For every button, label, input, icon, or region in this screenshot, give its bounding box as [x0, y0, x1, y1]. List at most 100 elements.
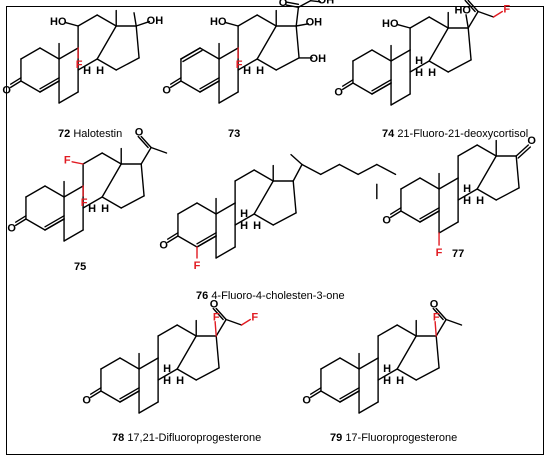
ring-bond — [218, 91, 239, 104]
ring-bond — [157, 368, 178, 381]
side-chain-bond — [445, 318, 463, 326]
side-chain-bond — [477, 10, 495, 18]
ring-bond — [120, 195, 145, 209]
compound-name: Halotestin — [73, 128, 123, 140]
c-f-bond — [240, 318, 252, 326]
double-bond — [119, 387, 140, 400]
ring-bond — [196, 202, 217, 215]
ring-bond — [100, 357, 121, 370]
ring-bond — [138, 357, 159, 370]
ring-bond — [419, 177, 440, 190]
double-bond — [199, 77, 220, 90]
ring-bond — [77, 58, 98, 71]
ring-bond — [96, 14, 117, 27]
c-f-bond — [71, 161, 84, 165]
c-f-bond — [434, 321, 437, 337]
carbonyl-bond — [435, 307, 447, 321]
carbonyl-bond — [215, 307, 227, 321]
oxygen-label: O — [210, 298, 219, 310]
hydrogen-label: H — [240, 208, 248, 220]
hydrogen-label: H — [383, 375, 391, 387]
double-bond — [180, 47, 201, 60]
compound-number: 79 — [330, 432, 343, 444]
ring-bond — [253, 213, 274, 226]
fluorine-label: F — [194, 260, 201, 272]
carbonyl-bond — [9, 77, 22, 85]
caption-79: 79 17-Fluoroprogesterone — [330, 432, 457, 444]
hydrogen-label: H — [240, 220, 248, 232]
ring-bond — [358, 401, 379, 414]
hydroxyl-label: HO — [50, 16, 67, 28]
carbonyl-bond — [14, 215, 27, 223]
hydrogen-label: H — [88, 203, 96, 215]
fluorine-label: F — [236, 59, 243, 71]
ring-bond — [180, 80, 201, 93]
methyl-bond — [133, 12, 137, 27]
ring-bond — [177, 202, 198, 215]
double-bond — [199, 80, 220, 93]
hydrogen-label: H — [253, 220, 261, 232]
ring-bond — [157, 324, 178, 337]
hydrogen-label: H — [256, 65, 264, 77]
oxygen-label: O — [2, 84, 11, 96]
c-o-bond — [225, 22, 239, 27]
side-chain-bond — [320, 163, 341, 176]
carbonyl-bond — [166, 235, 179, 244]
ring-bond — [96, 58, 117, 71]
oxygen-label: O — [462, 0, 471, 2]
side-chain-bond — [290, 153, 303, 166]
hydrogen-label: H — [415, 67, 423, 79]
double-bond — [196, 235, 217, 248]
double-bond — [419, 210, 440, 223]
ring-bond — [256, 58, 277, 71]
fluorine-label: F — [433, 312, 440, 324]
fluorine-label: F — [251, 312, 258, 324]
ring-bond — [176, 324, 197, 337]
ring-bond — [253, 180, 274, 215]
oxygen-label: O — [162, 84, 171, 96]
ring-bond — [101, 163, 122, 198]
ring-bond — [140, 163, 145, 197]
carbonyl-bond — [341, 79, 354, 87]
ring-bond — [428, 27, 449, 62]
compound-name: 17,21-Difluoroprogesterone — [127, 432, 262, 444]
double-bond — [182, 49, 203, 63]
ring-bond — [275, 57, 300, 71]
ring-bond — [119, 357, 140, 370]
caption-73: 73 — [228, 128, 240, 140]
hydrogen-label: H — [163, 375, 171, 387]
oxygen-label: O — [527, 135, 536, 147]
caption-72: 72 Halotestin — [58, 128, 122, 140]
compound-number: 74 — [382, 128, 395, 140]
double-bond — [119, 390, 140, 403]
ring-bond — [215, 202, 236, 215]
ring-bond — [63, 229, 84, 242]
ring-bond — [63, 185, 84, 198]
carbonyl-bond — [309, 390, 322, 399]
ring-bond — [390, 93, 411, 106]
ring-bond — [215, 335, 220, 369]
ring-bond — [377, 324, 398, 337]
double-bond — [371, 79, 392, 92]
hydrogen-label: H — [396, 375, 404, 387]
ring-bond — [476, 144, 497, 157]
double-bond — [39, 80, 60, 93]
carbonyl-bond — [389, 210, 402, 219]
oxygen-label: O — [82, 394, 91, 406]
hydroxyl-label: OH — [147, 15, 164, 27]
ring-bond — [100, 390, 121, 403]
ring-bond — [101, 152, 122, 165]
carbonyl-bond — [9, 80, 22, 89]
ring-bond — [25, 218, 46, 231]
hydrogen-label: H — [243, 65, 251, 77]
ring-bond — [435, 335, 440, 369]
ring-bond — [176, 335, 197, 370]
side-chain-bond — [150, 146, 168, 154]
ring-bond — [396, 368, 417, 381]
side-chain-bond — [295, 6, 300, 27]
ring-bond — [256, 14, 277, 27]
carbonyl-bond — [89, 387, 102, 395]
ring-bond — [409, 60, 430, 73]
ring-bond — [253, 169, 274, 182]
